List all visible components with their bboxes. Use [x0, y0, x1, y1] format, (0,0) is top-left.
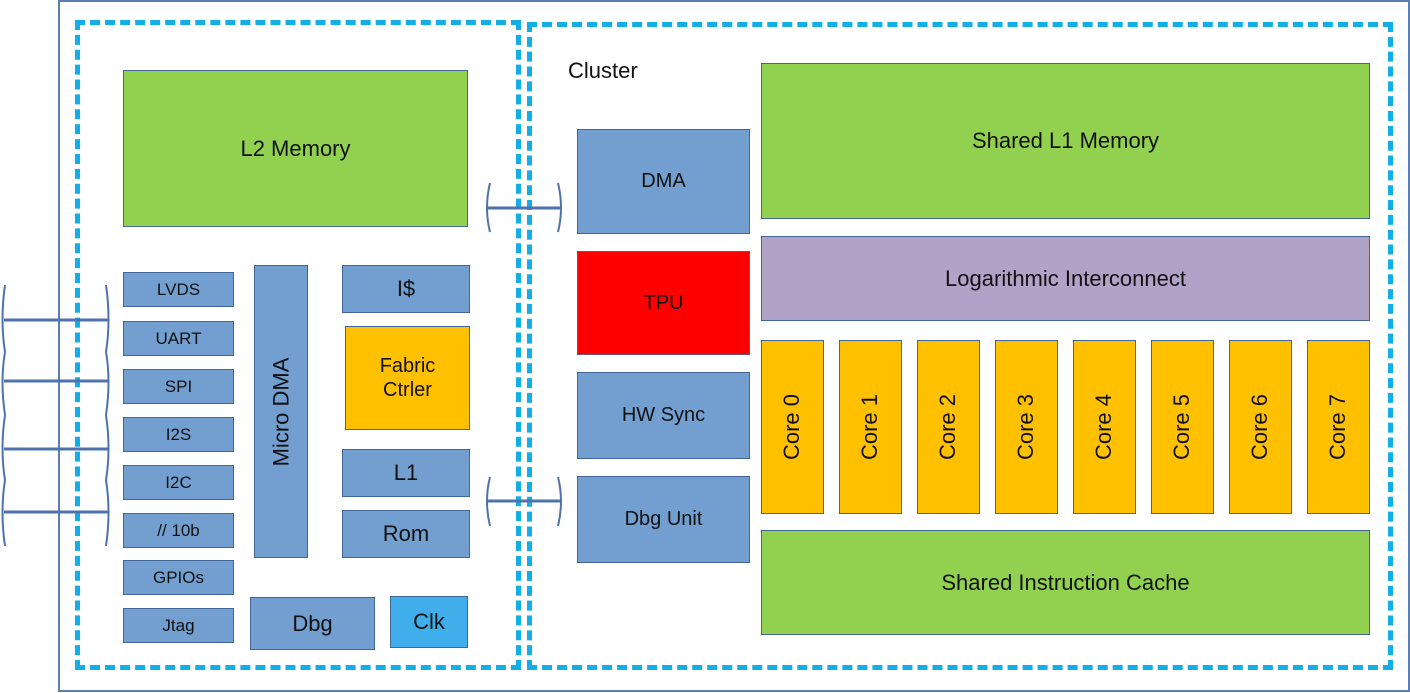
soc-outer-frame [58, 0, 1410, 692]
shared-l1-memory-block: Shared L1 Memory [761, 63, 1370, 219]
dma-label: DMA [641, 170, 686, 192]
peripheral-label: SPI [164, 376, 193, 396]
tpu-block: TPU [577, 251, 750, 355]
logarithmic-interconnect-block: Logarithmic Interconnect [761, 236, 1370, 321]
l2-memory-block: L2 Memory [123, 70, 468, 227]
peripheral-uart: UART [123, 321, 234, 356]
fabric-region-border [75, 20, 521, 670]
core-block-5: Core 5 [1151, 340, 1214, 514]
tpu-label: TPU [643, 291, 684, 314]
peripheral-label: LVDS [156, 279, 201, 299]
dma-block: DMA [577, 129, 750, 234]
peripheral-label: UART [155, 328, 202, 348]
peripheral-label: // 10b [157, 520, 200, 540]
core-block-1: Core 1 [839, 340, 902, 514]
core-block-0: Core 0 [761, 340, 824, 514]
arrowhead-left-icon [486, 476, 491, 527]
logarithmic-interconnect-label: Logarithmic Interconnect [945, 265, 1186, 291]
rom-label: Rom [382, 521, 430, 546]
peripheral-spi: SPI [123, 369, 234, 404]
icache-label: I$ [396, 276, 416, 301]
shared-l1-memory-label: Shared L1 Memory [971, 128, 1160, 153]
core-block-3: Core 3 [995, 340, 1058, 514]
shared-instruction-cache-block: Shared Instruction Cache [761, 530, 1370, 635]
arrowhead-left-icon [486, 182, 491, 233]
peripheral-gpios: GPIOs [123, 560, 234, 595]
peripheral-i2s: I2S [123, 417, 234, 452]
dbg-block: Dbg [250, 597, 375, 650]
icache-block: I$ [342, 265, 470, 313]
clk-label: Clk [413, 609, 445, 634]
core-block-6: Core 6 [1229, 340, 1292, 514]
arrowhead-right-icon [557, 476, 562, 527]
l1-block: L1 [342, 449, 470, 497]
l1-label: L1 [393, 460, 419, 485]
cluster-title: Cluster [568, 58, 638, 83]
fabric-controller-label-line1: Fabric [379, 355, 436, 377]
clk-block: Clk [390, 596, 468, 648]
fabric-controller-label-line2: Ctrler [383, 379, 432, 401]
hw-sync-block: HW Sync [577, 372, 750, 459]
core-block-2: Core 2 [917, 340, 980, 514]
io-arrowheads-right-icon [104, 284, 110, 547]
hw-sync-label: HW Sync [621, 404, 706, 426]
peripheral-label: GPIOs [152, 567, 204, 587]
dbg-unit-block: Dbg Unit [577, 476, 750, 563]
peripheral-lvds: LVDS [123, 272, 234, 307]
peripheral-label: I2C [165, 472, 192, 492]
dbg-label: Dbg [292, 610, 333, 636]
shared-instruction-cache-label: Shared Instruction Cache [941, 569, 1190, 595]
io-arrowheads-left-icon [1, 284, 7, 547]
peripheral-10b: // 10b [123, 513, 234, 548]
arrowhead-right-icon [557, 182, 562, 233]
peripheral-i2c: I2C [123, 465, 234, 500]
fabric-controller-block: Fabric Ctrler [345, 326, 470, 430]
peripheral-jtag: Jtag [123, 608, 234, 643]
micro-dma-block: Micro DMA [254, 265, 308, 558]
rom-block: Rom [342, 510, 470, 558]
peripheral-label: I2S [165, 424, 192, 444]
core-block-7: Core 7 [1307, 340, 1370, 514]
cluster-region-border [527, 22, 1393, 670]
core-block-4: Core 4 [1073, 340, 1136, 514]
peripheral-label: Jtag [162, 615, 195, 635]
l2-memory-label: L2 Memory [240, 135, 351, 161]
dbg-unit-label: Dbg Unit [624, 508, 703, 530]
